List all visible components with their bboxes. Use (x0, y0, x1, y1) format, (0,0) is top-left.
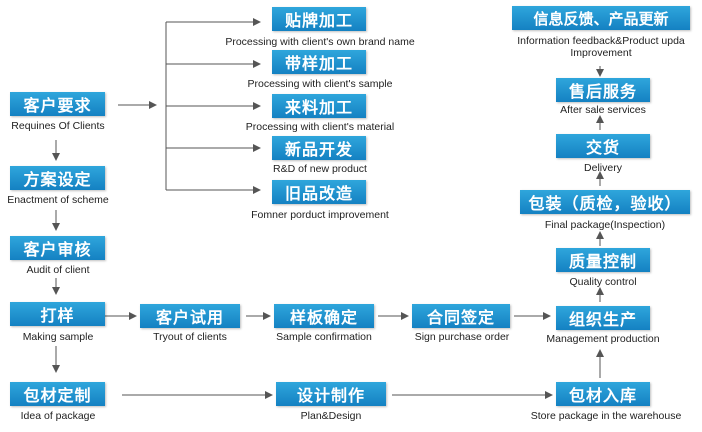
node-feedback-caption-2: Improvement (570, 47, 632, 59)
node-material-processing-box: 来料加工 (272, 94, 366, 118)
node-audit-caption: Audit of client (26, 264, 90, 276)
node-making-sample-caption: Making sample (22, 331, 94, 343)
node-final-package-caption: Final package(Inspection) (544, 219, 666, 231)
node-after-sale-box: 售后服务 (556, 78, 650, 102)
node-design-caption: Plan&Design (300, 410, 362, 422)
node-requirement-caption: Requines Of Clients (11, 120, 105, 132)
node-warehouse-caption: Store package in the warehouse (530, 410, 682, 422)
node-quality-caption: Quality control (569, 276, 637, 288)
node-oem-box: 贴牌加工 (272, 7, 366, 31)
node-sample-processing-box: 带样加工 (272, 50, 366, 74)
node-improve-caption: Fomner porduct improvement (251, 209, 389, 221)
node-contract-box: 合同签定 (412, 304, 510, 328)
node-requirement-box: 客户要求 (10, 92, 105, 116)
node-production-box: 组织生产 (556, 306, 650, 330)
node-new-product-caption: R&D of new product (273, 163, 367, 175)
node-design-box: 设计制作 (276, 382, 386, 406)
node-quality-box: 质量控制 (556, 248, 650, 272)
node-sample-processing-caption: Processing with client's sample (247, 78, 393, 90)
node-material-processing-caption: Processing with client's material (245, 121, 395, 133)
node-delivery-box: 交货 (556, 134, 650, 158)
node-after-sale-caption: After sale services (560, 104, 646, 116)
node-scheme-caption: Enactment of scheme (7, 194, 109, 206)
node-making-sample-box: 打样 (10, 302, 105, 326)
node-tryout-caption: Tryout of clients (153, 331, 227, 343)
node-improve-box: 旧品改造 (272, 180, 366, 204)
node-package-custom-caption: Idea of package (20, 410, 96, 422)
node-feedback-box: 信息反馈、产品更新 (512, 6, 690, 30)
node-delivery-caption: Delivery (584, 162, 622, 174)
node-confirm-caption: Sample confirmation (276, 331, 372, 343)
node-feedback-caption: Information feedback&Product upda (517, 35, 685, 47)
node-oem-caption: Processing with client's own brand name (225, 36, 415, 48)
node-contract-caption: Sign purchase order (414, 331, 510, 343)
node-scheme-box: 方案设定 (10, 166, 105, 190)
node-warehouse-box: 包材入库 (556, 382, 650, 406)
node-tryout-box: 客户试用 (140, 304, 240, 328)
node-final-package-box: 包装（质检，验收） (520, 190, 690, 214)
node-audit-box: 客户审核 (10, 236, 105, 260)
node-production-caption: Management production (546, 333, 660, 345)
node-confirm-box: 样板确定 (274, 304, 374, 328)
node-new-product-box: 新品开发 (272, 136, 366, 160)
node-package-custom-box: 包材定制 (10, 382, 105, 406)
